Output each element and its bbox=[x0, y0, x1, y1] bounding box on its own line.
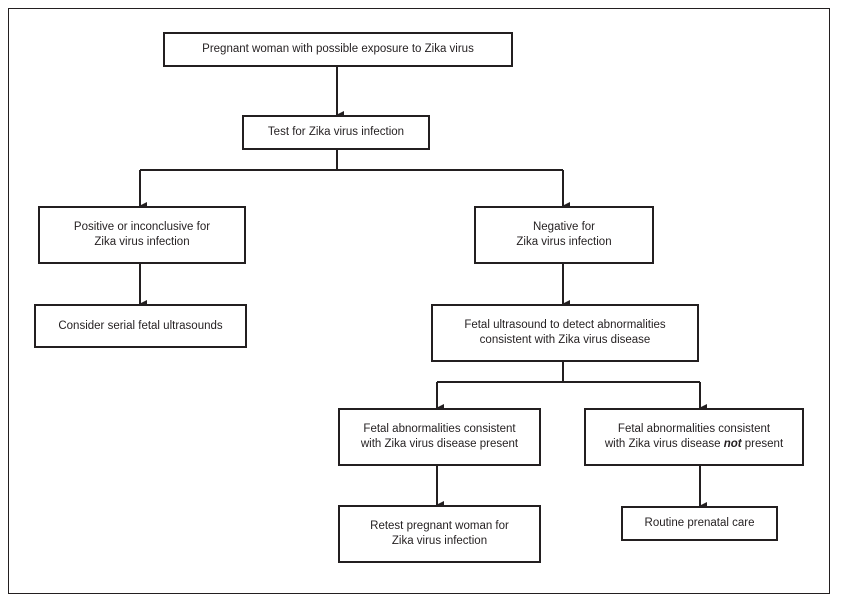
diagram-frame bbox=[8, 8, 830, 594]
line2-suffix: present bbox=[741, 438, 784, 450]
box-test-text: Test for Zika virus infection bbox=[267, 126, 405, 138]
box-abnormal-not-present-line2: with Zika virus disease not present bbox=[605, 437, 783, 452]
box-positive: Positive or inconclusive for Zika virus … bbox=[38, 206, 246, 264]
box-routine-care: Routine prenatal care bbox=[621, 506, 778, 541]
box-abnormal-not-present: Fetal abnormalities consistent with Zika… bbox=[584, 408, 804, 466]
box-abnormal-not-present-line1: Fetal abnormalities consistent bbox=[617, 423, 771, 435]
box-serial-ultrasounds: Consider serial fetal ultrasounds bbox=[34, 304, 247, 348]
box-positive-line1: Positive or inconclusive for bbox=[73, 221, 211, 233]
box-serial-ultrasounds-text: Consider serial fetal ultrasounds bbox=[58, 319, 223, 332]
emphasis-not: not bbox=[723, 438, 742, 450]
box-abnormal-present: Fetal abnormalities consistent with Zika… bbox=[338, 408, 541, 466]
box-fetal-ultrasound-line1: Fetal ultrasound to detect abnormalities bbox=[464, 319, 666, 331]
box-test: Test for Zika virus infection bbox=[242, 115, 430, 150]
box-retest: Retest pregnant woman for Zika virus inf… bbox=[338, 505, 541, 563]
box-fetal-ultrasound: Fetal ultrasound to detect abnormalities… bbox=[431, 304, 699, 362]
box-start-text: Pregnant woman with possible exposure to… bbox=[202, 43, 474, 55]
box-negative-line2: Zika virus infection bbox=[516, 236, 612, 248]
box-retest-line1: Retest pregnant woman for bbox=[370, 520, 509, 532]
box-abnormal-present-line2: with Zika virus disease present bbox=[360, 438, 519, 450]
box-start: Pregnant woman with possible exposure to… bbox=[163, 32, 513, 67]
box-routine-care-text: Routine prenatal care bbox=[644, 517, 755, 529]
box-negative-line1: Negative for bbox=[532, 221, 595, 233]
box-positive-line2: Zika virus infection bbox=[94, 236, 190, 248]
box-fetal-ultrasound-line2: consistent with Zika virus disease bbox=[479, 334, 651, 346]
box-negative: Negative for Zika virus infection bbox=[474, 206, 654, 264]
box-retest-line2: Zika virus infection bbox=[391, 535, 488, 547]
line2-prefix: with Zika virus disease bbox=[604, 438, 724, 450]
box-abnormal-present-line1: Fetal abnormalities consistent bbox=[363, 423, 516, 435]
